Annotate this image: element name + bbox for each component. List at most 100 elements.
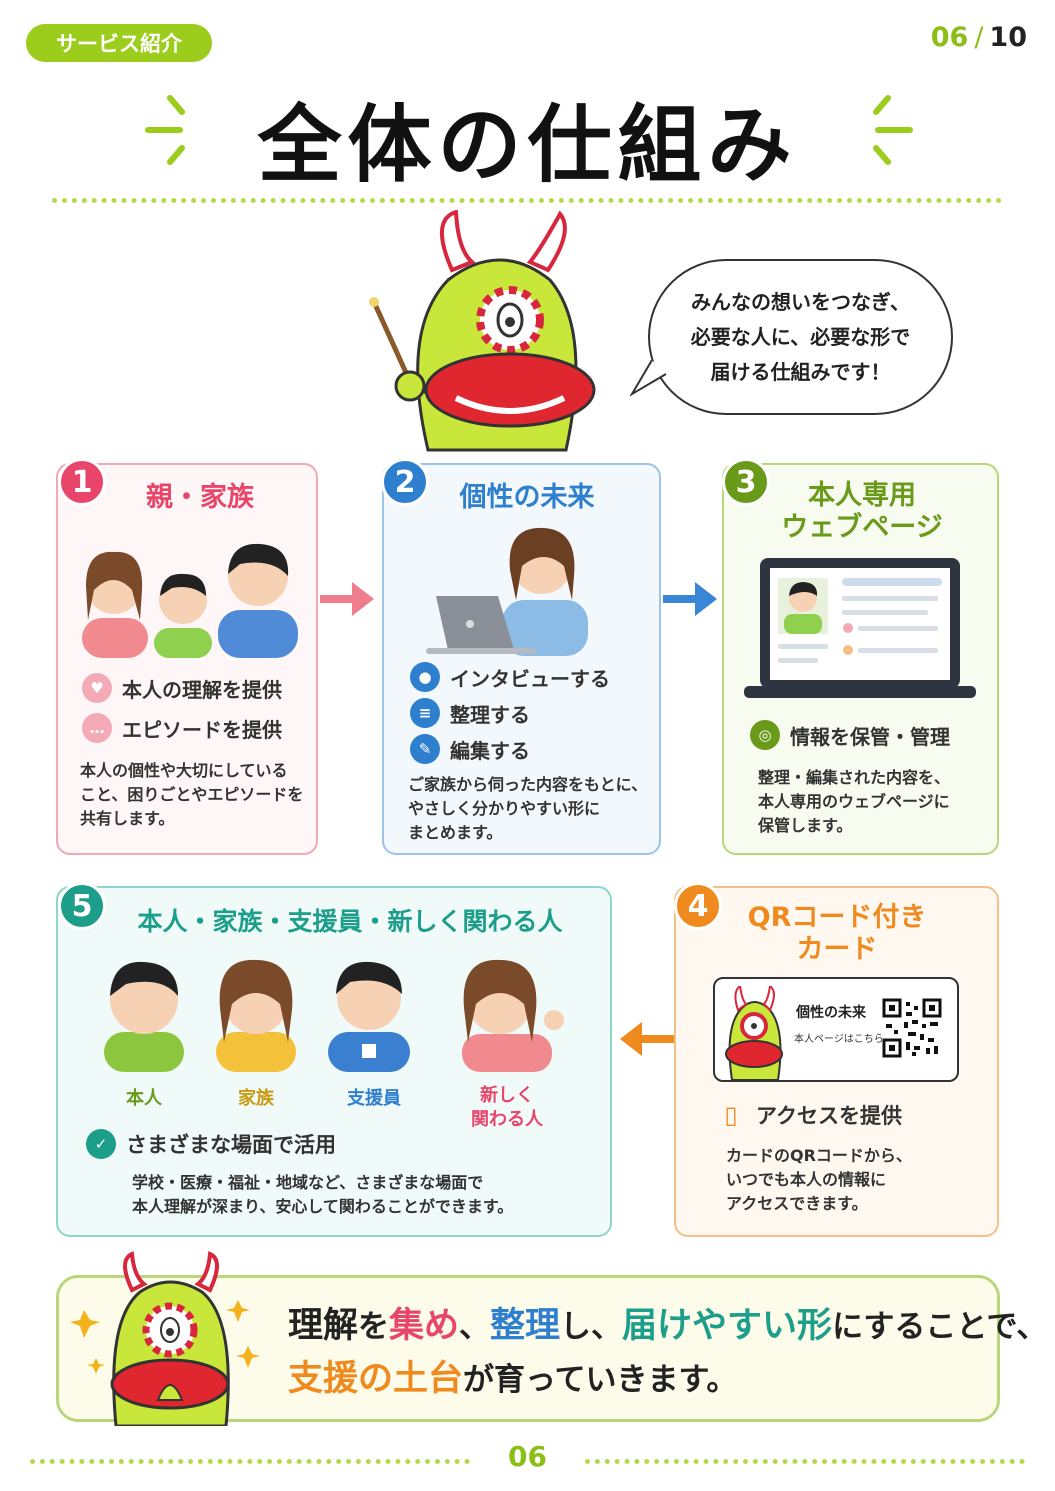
interviewer-laptop-illustration — [426, 527, 588, 656]
step2-item2-label: 整理する — [450, 702, 530, 727]
step-number-2: 2 — [381, 458, 429, 506]
step1-item2-label: エピソードを提供 — [122, 717, 282, 742]
divider-bottom-right — [585, 1459, 1025, 1464]
person-label-newcomer: 新しく 関わる人 — [452, 1084, 562, 1132]
step-title-webpage: 本人専用 ウェブページ — [752, 480, 972, 544]
chat-bubble-icon: … — [82, 713, 112, 743]
page-separator: / — [974, 22, 984, 53]
step-number-1: 1 — [58, 458, 106, 506]
person-label-newcomer-line1: 新しく — [480, 1085, 534, 1106]
step5-description: 学校・医療・福祉・地域など、さまざまな場面で 本人理解が深まり、安心して関わるこ… — [132, 1171, 513, 1219]
summary-line1: 理解を集め、整理し、届けやすい形にすることで、 — [288, 1300, 1047, 1353]
footer-page-number: 06 — [508, 1440, 547, 1473]
microphone-icon: ● — [410, 662, 440, 692]
step2-desc-line2: やさしく分かりやすい形に — [408, 799, 601, 818]
step2-item3-label: 編集する — [450, 738, 530, 763]
card-mascot-illustration — [725, 986, 783, 1080]
speech-bubble-tail — [630, 360, 667, 397]
laptop-webpage-illustration — [744, 558, 976, 698]
person-label-supporter: 支援員 — [347, 1088, 401, 1109]
step3-title-line2: ウェブページ — [781, 512, 943, 543]
arrow-right-pink-icon — [320, 582, 374, 616]
summary-word-grows: が育っていきます。 — [463, 1362, 738, 1398]
speech-line-3: 届ける仕組みです！ — [710, 359, 891, 384]
mascot-praying-illustration — [70, 1251, 260, 1426]
step5-desc-line1: 学校・医療・福祉・地域など、さまざまな場面で — [132, 1173, 484, 1192]
step4-item1-label: アクセスを提供 — [756, 1104, 902, 1128]
summary-line2: 支援の土台が育っていきます。 — [288, 1353, 1047, 1406]
step-title-kosei-no-mirai: 個性の未来 — [459, 482, 595, 513]
mascot-pointing-illustration — [369, 210, 596, 452]
step1-description: 本人の個性や大切にしている こと、困りごとやエピソードを 共有します。 — [80, 759, 303, 831]
checkmark-icon: ✓ — [86, 1129, 116, 1159]
page-indicator: 06/10 — [931, 22, 1027, 53]
edit-pencil-icon: ✎ — [410, 734, 440, 764]
step1-item-episode: … エピソードを提供 — [82, 713, 282, 743]
step-title-family: 親・家族 — [146, 482, 254, 513]
step2-desc-line1: ご家族から伺った内容をもとに、 — [408, 775, 648, 794]
step2-description: ご家族から伺った内容をもとに、 やさしく分かりやすい形に まとめます。 — [408, 773, 647, 845]
list-icon: ≡ — [410, 698, 440, 728]
speech-line-1: みんなの想いをつなぎ、 — [691, 289, 910, 314]
stakeholders-illustration — [104, 959, 564, 1072]
summary-message: 理解を集め、整理し、届けやすい形にすることで、 支援の土台が育っていきます。 — [288, 1300, 1047, 1406]
step-card-kosei-no-mirai — [382, 463, 661, 855]
summary-word-wo: を — [358, 1309, 390, 1345]
title-sparkle-right-icon — [873, 95, 913, 165]
step-number-4: 4 — [674, 882, 722, 930]
summary-word-foundation: 支援の土台 — [288, 1359, 464, 1399]
speech-line-2: 必要な人に、必要な形で — [690, 324, 911, 349]
step3-title-line1: 本人専用 — [808, 480, 916, 511]
summary-word-collect: 集め — [389, 1306, 460, 1346]
step4-desc-line1: カードのQRコードから、 — [726, 1146, 912, 1165]
step-title-stakeholders: 本人・家族・支援員・新しく関わる人 — [137, 907, 563, 936]
summary-word-understanding: 理解 — [288, 1306, 359, 1346]
arrow-right-blue-icon — [663, 582, 717, 616]
step1-desc-line3: 共有します。 — [80, 809, 175, 828]
qr-code-icon — [882, 998, 942, 1058]
person-label-newcomer-line2: 関わる人 — [471, 1109, 543, 1130]
summary-word-by-doing: にすることで、 — [832, 1309, 1048, 1345]
step1-item1-label: 本人の理解を提供 — [122, 677, 282, 702]
summary-word-deliverable-form: 届けやすい形 — [622, 1306, 833, 1346]
page-current: 06 — [930, 22, 969, 53]
step-card-family — [56, 463, 318, 855]
person-label-self: 本人 — [126, 1088, 162, 1109]
step3-desc-line2: 本人専用のウェブページに — [758, 792, 950, 811]
arrow-left-orange-icon — [620, 1022, 674, 1056]
summary-word-comma: 、 — [459, 1309, 491, 1345]
summary-word-organize: 整理 — [490, 1306, 561, 1346]
step5-item-usage: ✓ さまざまな場面で活用 — [86, 1129, 336, 1159]
person-label-family: 家族 — [238, 1088, 274, 1109]
step3-item-storage: ◎ 情報を保管・管理 — [750, 720, 950, 750]
step4-desc-line3: アクセスできます。 — [726, 1194, 868, 1213]
qr-card-subtitle: 本人ページはこちら — [794, 1034, 884, 1045]
heart-icon: ♥ — [82, 673, 112, 703]
step1-item-understanding: ♥ 本人の理解を提供 — [82, 673, 282, 703]
step4-desc-line2: いつでも本人の情報に — [726, 1170, 887, 1189]
step4-description: カードのQRコードから、 いつでも本人の情報に アクセスできます。 — [726, 1144, 912, 1216]
step3-desc-line1: 整理・編集された内容を、 — [758, 768, 951, 787]
step2-desc-line3: まとめます。 — [408, 823, 503, 842]
section-tag: サービス紹介 — [26, 24, 212, 62]
step2-item-edit: ✎ 編集する — [410, 734, 530, 764]
divider-bottom-left — [30, 1459, 470, 1464]
page-total: 10 — [989, 22, 1027, 53]
step5-item1-label: さまざまな場面で活用 — [126, 1133, 336, 1157]
family-illustration — [82, 543, 298, 658]
step1-desc-line2: こと、困りごとやエピソードを — [80, 785, 304, 804]
step-number-3: 3 — [722, 458, 770, 506]
step-title-qr-card: QRコード付き カード — [722, 902, 952, 966]
speech-bubble: みんなの想いをつなぎ、 必要な人に、必要な形で 届ける仕組みです！ — [648, 259, 953, 415]
step4-title-line1: QRコード付き — [747, 902, 927, 933]
page-title: 全体の仕組み — [257, 96, 798, 194]
title-sparkle-left-icon — [145, 95, 185, 165]
step3-desc-line3: 保管します。 — [758, 816, 853, 835]
step1-desc-line1: 本人の個性や大切にしている — [80, 761, 288, 780]
smartphone-icon: ▯ — [724, 1101, 738, 1129]
summary-word-shi: し、 — [560, 1309, 623, 1345]
step2-item-interview: ● インタビューする — [410, 662, 610, 692]
step4-title-line2: カード — [796, 934, 878, 965]
step2-item-organize: ≡ 整理する — [410, 698, 530, 728]
globe-icon: ◎ — [750, 720, 780, 750]
